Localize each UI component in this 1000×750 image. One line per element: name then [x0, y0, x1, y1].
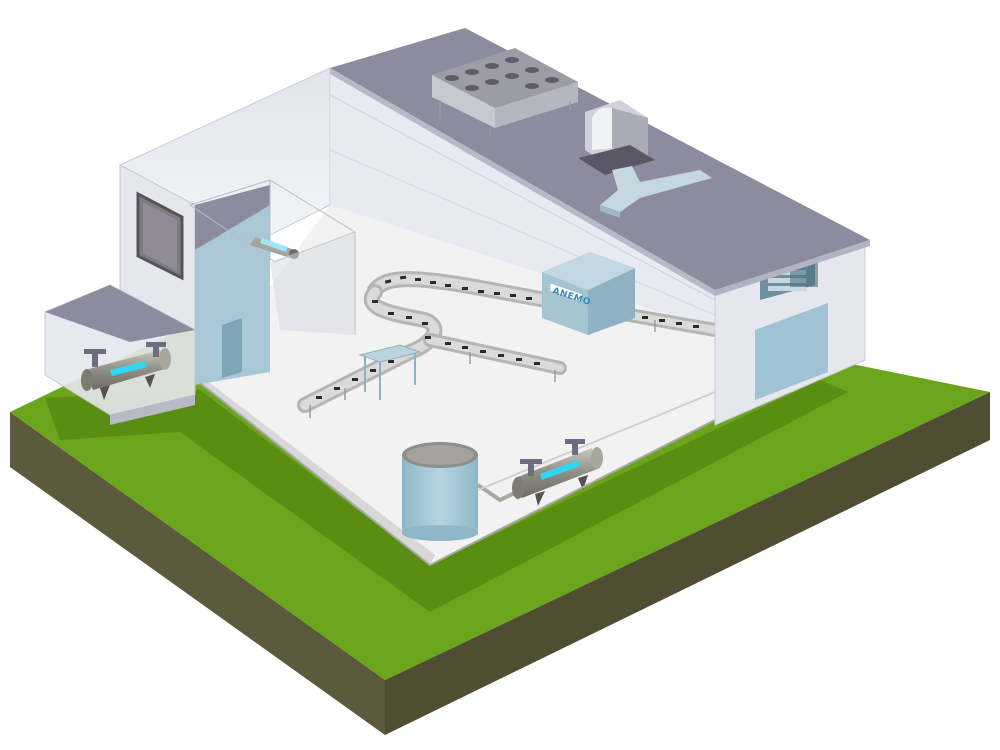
grass-shadow — [45, 380, 848, 612]
soil-right — [385, 392, 990, 735]
water-tank — [402, 442, 478, 541]
office-door — [222, 318, 242, 378]
floor-pipe-line — [477, 391, 716, 491]
soil-left — [10, 412, 385, 735]
uv-pipe-unit-floor — [512, 439, 603, 506]
inspection-stand — [358, 344, 422, 400]
uv-pipe-unit-left — [81, 342, 171, 400]
fan-openings — [445, 57, 559, 91]
rooftop-cooling-unit — [432, 48, 578, 135]
anemo-machine: ANEMO — [542, 252, 635, 335]
floor-edge — [199, 382, 716, 567]
uv-window-left — [110, 361, 147, 376]
anemo-logo-panel — [549, 282, 583, 303]
air-duct — [600, 166, 712, 212]
loading-door — [755, 303, 828, 400]
ceiling-uv-lamp — [188, 179, 357, 335]
uv-window-floor — [540, 460, 580, 480]
office-block — [119, 164, 270, 385]
rooftop-air-handler — [578, 100, 712, 218]
